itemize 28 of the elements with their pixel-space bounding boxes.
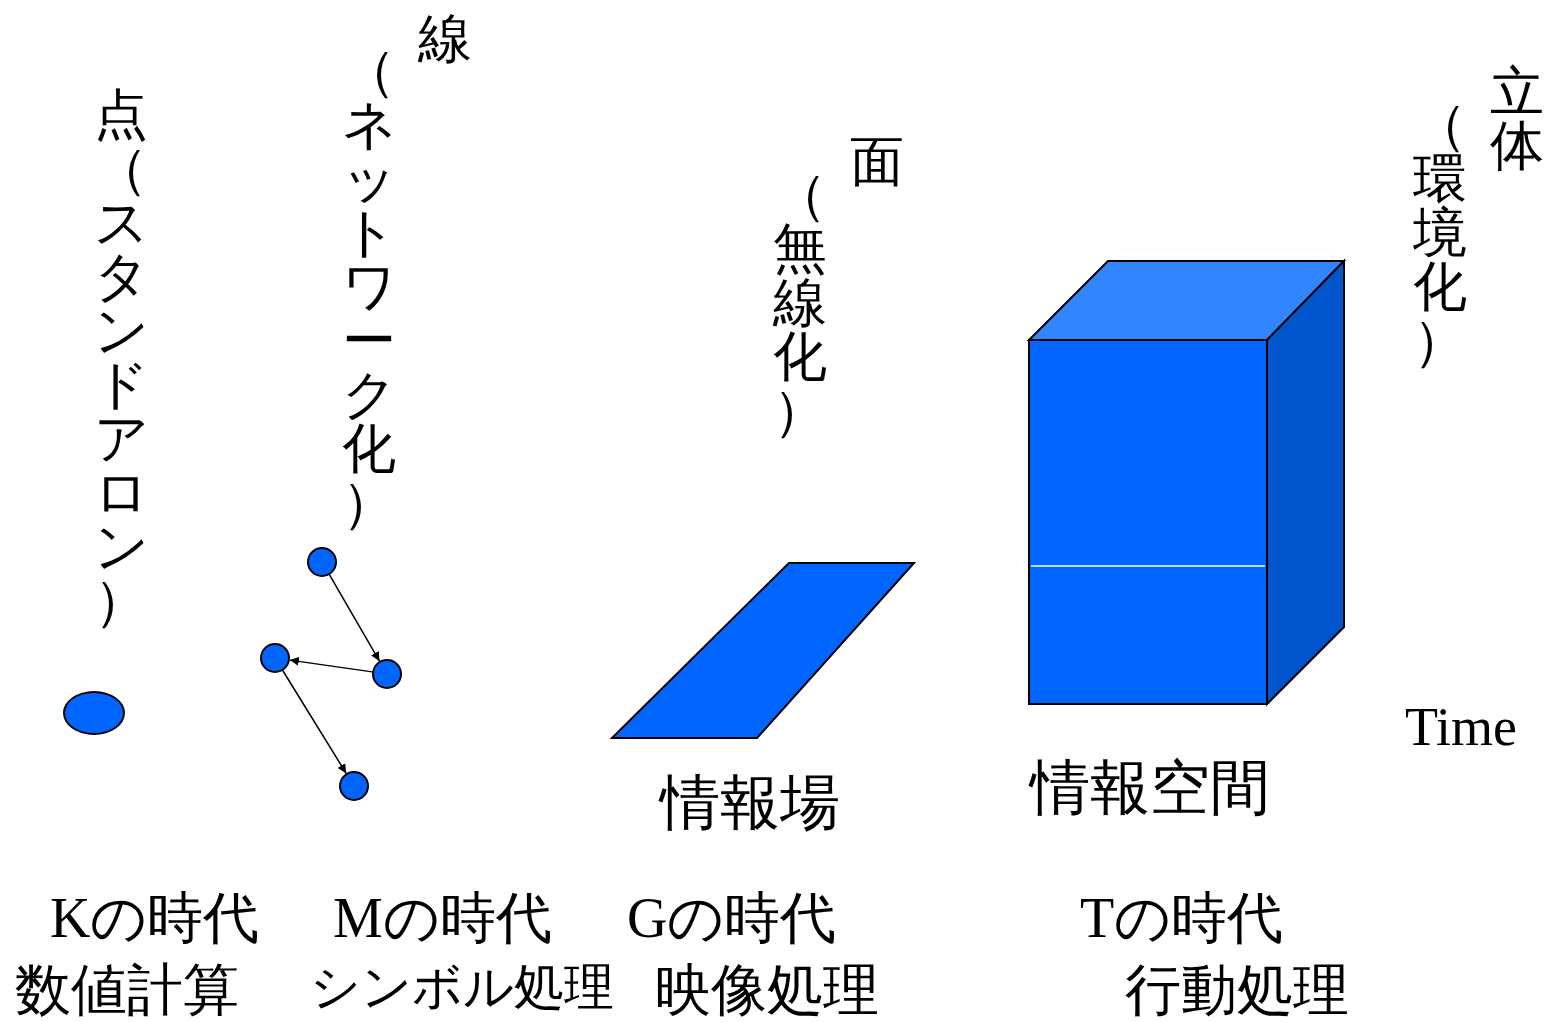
- processing-label: シンボル処理: [310, 962, 614, 1012]
- field-label: 情報場: [660, 772, 840, 832]
- arrow: [289, 656, 373, 673]
- era-label: Gの時代: [627, 890, 837, 946]
- era-label: Kの時代: [50, 890, 260, 946]
- parallelogram-shape: [611, 562, 915, 739]
- circle-node: [339, 771, 369, 801]
- cube-shape: [1028, 260, 1345, 705]
- vertical-label: 点（スタンドアロン）: [94, 88, 148, 628]
- vertical-label: （環境化）: [1413, 98, 1467, 368]
- arrow: [282, 670, 347, 774]
- vertical-label: （ネットワーク化）: [342, 44, 396, 530]
- vertical-label: 線: [418, 12, 472, 66]
- circle-node: [307, 547, 337, 577]
- circle-node: [372, 659, 402, 689]
- processing-label: 映像処理: [655, 962, 879, 1018]
- ellipse-node: [63, 691, 125, 735]
- era-label: Tの時代: [1080, 890, 1284, 946]
- vertical-label: （無線化）: [773, 168, 827, 438]
- processing-label: 行動処理: [1125, 962, 1349, 1018]
- space-label: 情報空間: [1030, 757, 1270, 817]
- circle-node: [260, 643, 290, 673]
- era-label: Mの時代: [333, 890, 552, 946]
- vertical-label: 面: [850, 135, 904, 189]
- vertical-label: 立体: [1490, 65, 1544, 173]
- time-label: Time: [1405, 700, 1518, 754]
- processing-label: 数値計算: [15, 962, 239, 1018]
- arrow: [328, 574, 381, 662]
